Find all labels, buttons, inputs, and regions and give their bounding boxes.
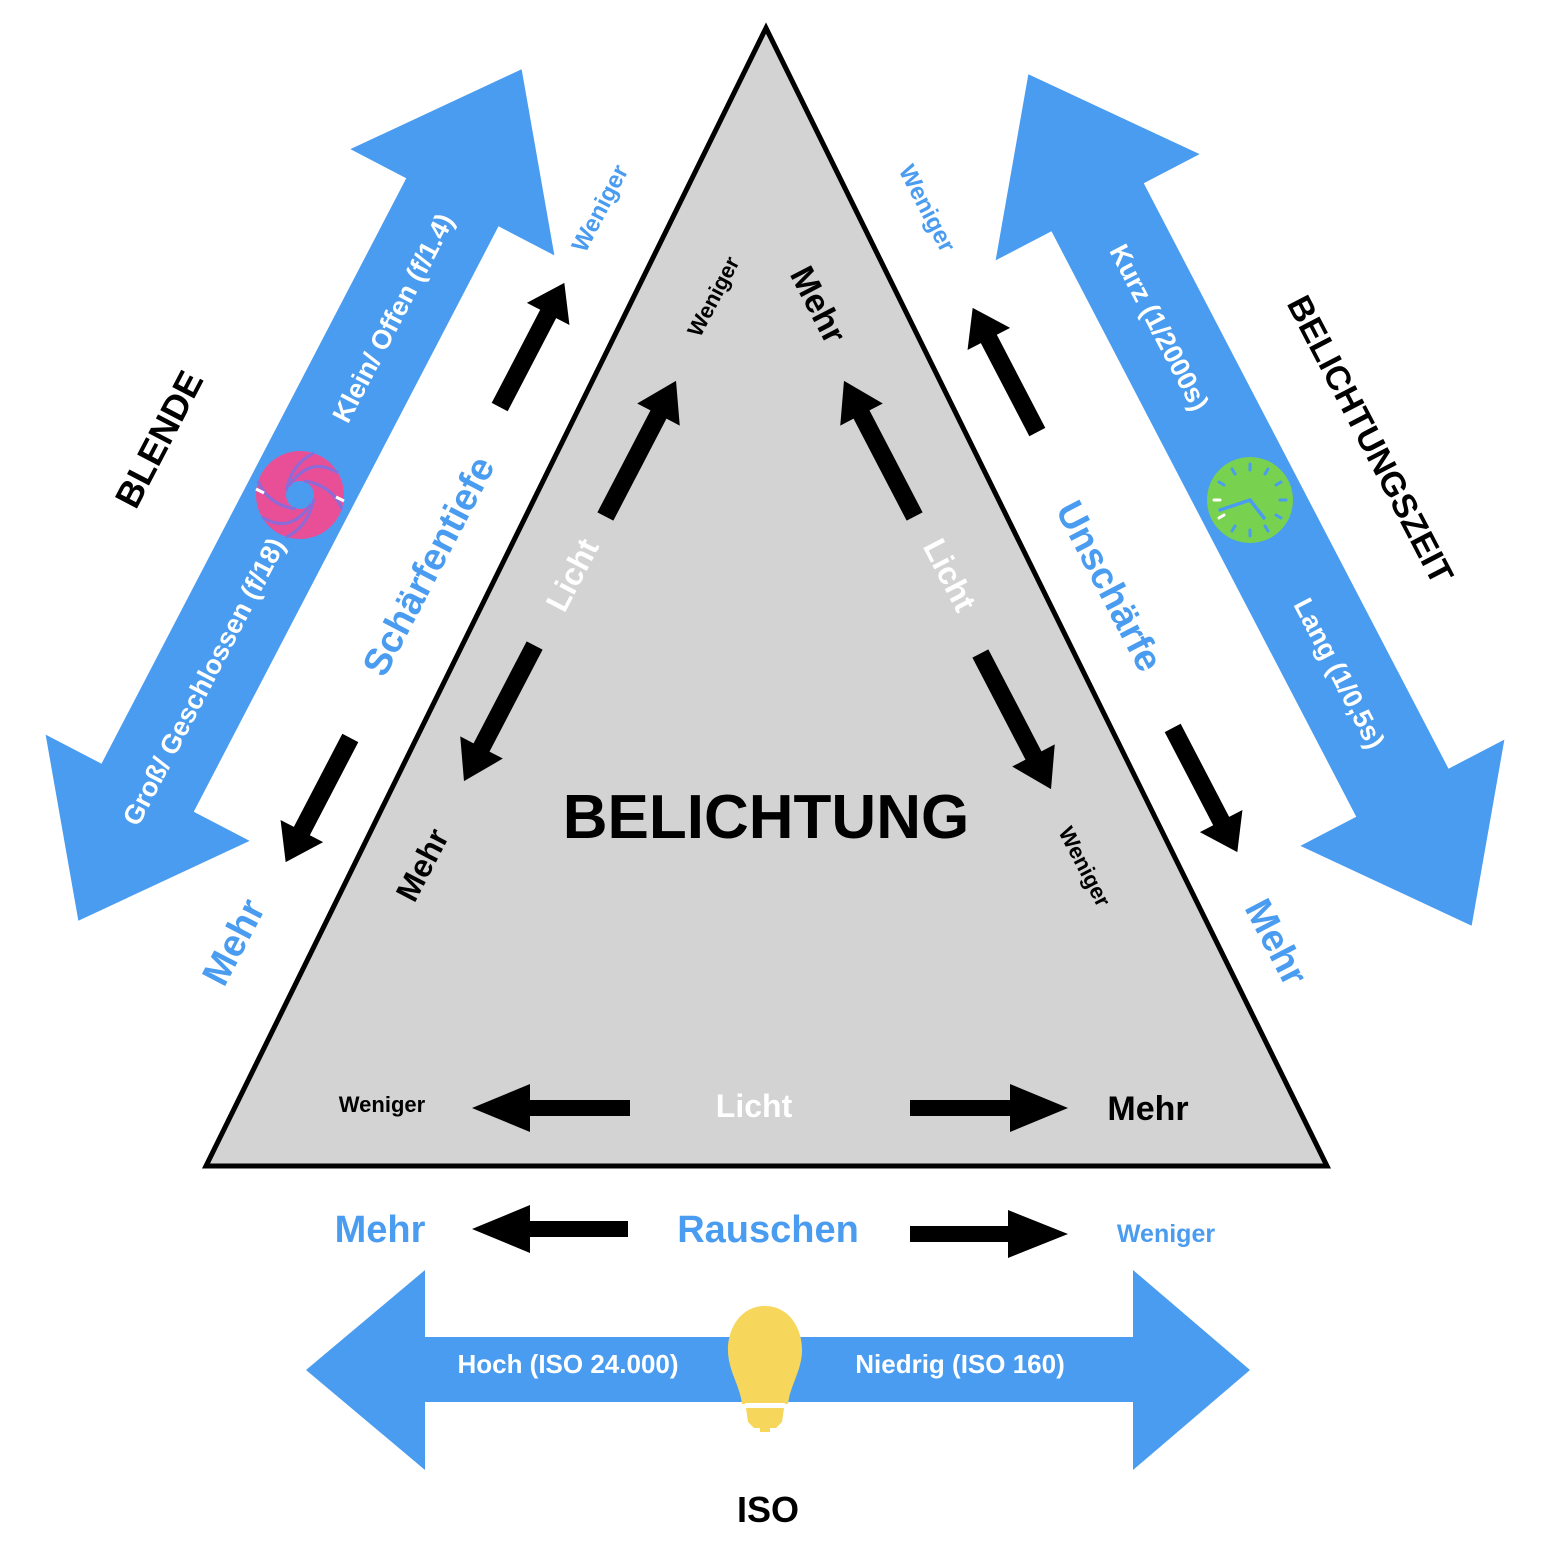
shutter-light-arrow-up <box>840 380 923 521</box>
iso-arrow-left-label: Hoch (ISO 24.000) <box>457 1349 678 1379</box>
lightbulb-icon <box>727 1306 803 1432</box>
iso-light-less: Weniger <box>339 1092 426 1117</box>
aperture-icon <box>255 451 345 539</box>
shutter-light-arrow-down <box>972 649 1055 790</box>
blende-light-arrow-up <box>597 380 680 521</box>
iso-effect-less: Weniger <box>1117 1220 1215 1248</box>
center-title: BELICHTUNG <box>563 783 969 852</box>
blende-title: BLENDE <box>107 364 212 514</box>
iso-arrow-right-label: Niedrig (ISO 160) <box>855 1349 1065 1379</box>
iso-light-arrow-right <box>910 1084 1068 1132</box>
iso-effect-arrow-left <box>472 1205 628 1253</box>
iso-title: ISO <box>737 1489 799 1530</box>
blende-effect-less: Weniger <box>567 161 634 257</box>
shutter-effect-arrow-up <box>967 307 1046 437</box>
iso-effect-arrow-right <box>910 1210 1068 1258</box>
blende-effect-arrow-up <box>491 282 570 412</box>
exposure-triangle <box>201 22 1332 1169</box>
shutter-effect-arrow-down <box>1164 723 1243 853</box>
iso-effect-more: Mehr <box>335 1209 426 1251</box>
iso-effect-label: Rauschen <box>677 1209 859 1251</box>
shutter-effect-more: Mehr <box>1236 892 1315 992</box>
iso-light-arrow-left <box>472 1084 630 1132</box>
blende-light-arrow-down <box>460 641 543 782</box>
iso-light-label: Licht <box>716 1088 793 1124</box>
shutter-effect-less: Weniger <box>893 161 960 257</box>
blende-effect-more: Mehr <box>195 892 274 992</box>
clock-icon <box>1207 457 1293 543</box>
blende-effect-arrow-down <box>280 733 359 863</box>
iso-light-more: Mehr <box>1107 1090 1188 1128</box>
